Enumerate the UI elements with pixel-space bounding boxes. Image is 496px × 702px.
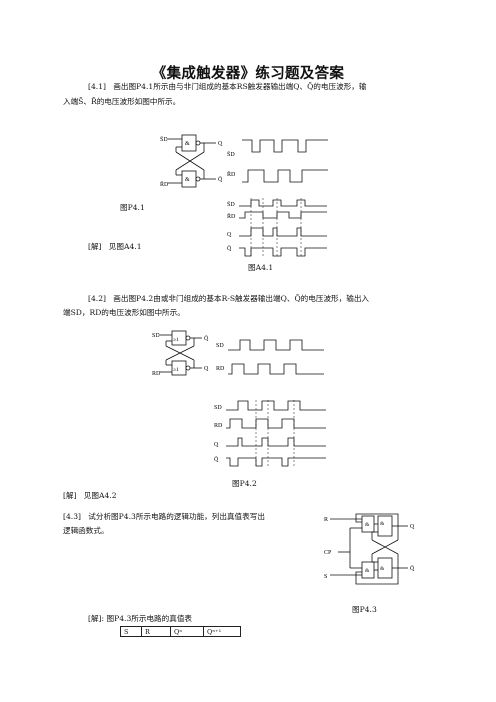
figure-p4-1-circuit: & & S̄D R̄D Q Q̄ S̄D R̄D	[160, 134, 328, 188]
nor-symbol: ≥1	[173, 367, 179, 373]
figure-a4-1-waveforms: S̄D R̄D Q Q̄	[227, 198, 327, 258]
problem-label: [4.2]	[88, 294, 107, 303]
solution-text: 图P4.3所示电路的真值表	[106, 614, 193, 623]
label-q: Q	[218, 141, 223, 147]
figure-caption-a4-1: 图A4.1	[248, 263, 274, 272]
problem-text-line1: 画出图P4.2由或非门组成的基本R-S触发器输出端Q、Q̄的电压波形，输出入	[113, 294, 370, 303]
figure-p4-2-circuit: ≥1 ≥1 SD RD Q̄ Q SD RD	[152, 330, 324, 377]
solution-text: 见图A4.2	[83, 491, 117, 500]
wave-label-sd: SD	[216, 343, 224, 349]
figure-caption-p4-1: 图P4.1	[120, 203, 145, 212]
wave-label-rd: RD	[216, 366, 225, 372]
label-q-bar: Q̄	[204, 335, 209, 342]
problem-4-1: [4.1] 画出图P4.1所示由与非门组成的基本RS触发器输出端Q、Q̄的电压波…	[88, 80, 366, 94]
problem-4-2-line2: 端SD，RD的电压波形如图中所示。	[63, 308, 185, 317]
wave-q-bar	[226, 457, 326, 467]
wave-label-rd: RD	[214, 423, 223, 429]
truth-table-header-row: S R Qⁿ Qⁿ⁺¹	[120, 626, 241, 637]
problem-label: [4.3]	[63, 512, 82, 521]
problem-text-line1: 画出图P4.1所示由与非门组成的基本RS触发器输出端Q、Q̄的电压波形，输	[113, 82, 367, 91]
solution-4-2: [解] 见图A4.2	[63, 489, 117, 503]
problem-label: [4.1]	[88, 82, 107, 91]
truth-table: S R Qⁿ Qⁿ⁺¹	[120, 626, 241, 637]
page-title: 《集成触发器》练习题及答案	[151, 66, 345, 82]
problem-4-3-line2: 逻辑函数式。	[63, 526, 109, 535]
problem-4-2: [4.2] 画出图P4.2由或非门组成的基本R-S触发器输出端Q、Q̄的电压波形…	[88, 292, 369, 306]
wave-label-sd-bar: S̄D	[227, 201, 235, 208]
label-q: Q	[410, 524, 415, 530]
wave-label-q: Q	[214, 442, 219, 448]
figure-p4-2-answer-waveforms: SD RD Q Q̄	[214, 400, 326, 467]
header-r: R	[141, 626, 171, 637]
problem-text-line1: 试分析图P4.3所示电路的逻辑功能，列出真值表写出	[88, 512, 265, 521]
nand-symbol: &	[365, 522, 370, 528]
solution-label: [解]	[63, 491, 77, 500]
nand-symbol: &	[365, 568, 370, 574]
nand-symbol: &	[380, 566, 385, 572]
wave-label-q-bar: Q̄	[227, 245, 232, 252]
nor-symbol: ≥1	[173, 337, 179, 343]
label-sd: SD	[152, 333, 160, 339]
wave-label-rd-bar: R̄D	[227, 213, 236, 220]
solution-text: 见图A4.1	[108, 242, 142, 251]
wave-sd	[226, 400, 326, 411]
wave-q-bar	[239, 247, 327, 257]
figure-p4-3-circuit: & & & & R CP S Q Q̄	[324, 513, 415, 585]
wave-rd	[226, 418, 326, 429]
solution-4-1: [解] 见图A4.1	[88, 240, 142, 254]
wave-label-q: Q	[227, 232, 232, 238]
wave-label-rd-bar: R̄D	[227, 171, 236, 178]
wave-sd-bar	[239, 199, 327, 207]
wave-label-sd-bar: S̄D	[227, 151, 235, 158]
solution-4-3: [解]: 图P4.3所示电路的真值表	[88, 612, 192, 626]
label-q: Q	[204, 366, 209, 372]
wave-rd-bar	[239, 211, 327, 219]
label-q-bar: Q̄	[410, 565, 415, 572]
problem-4-1-line2: 入端S̄、R̄的电压波形如图中所示。	[63, 97, 181, 106]
label-q-bar: Q̄	[218, 176, 223, 183]
wave-rd	[228, 363, 324, 375]
wave-sd-bar	[242, 139, 328, 153]
label-rd: RD	[152, 371, 161, 377]
label-rd-bar: R̄D	[160, 181, 169, 188]
solution-label: [解]:	[88, 614, 105, 623]
wave-rd-bar	[242, 169, 328, 183]
label-r: R	[324, 517, 328, 523]
wave-sd	[228, 339, 324, 351]
wave-q	[239, 227, 327, 237]
wave-label-q-bar: Q̄	[214, 456, 219, 463]
wave-label-sd: SD	[214, 405, 222, 411]
wave-q	[226, 437, 326, 447]
figure-caption-p4-2: 图P4.2	[232, 479, 257, 488]
label-s: S	[324, 574, 327, 580]
label-cp: CP	[324, 550, 332, 556]
nand-symbol: &	[185, 177, 190, 183]
label-sd-bar: S̄D	[160, 136, 168, 143]
nand-symbol: &	[185, 141, 190, 147]
problem-4-3: [4.3] 试分析图P4.3所示电路的逻辑功能，列出真值表写出	[63, 510, 265, 524]
solution-label: [解]	[88, 242, 102, 251]
figure-caption-p4-3: 图P4.3	[352, 605, 377, 614]
header-qn: Qⁿ	[170, 626, 204, 637]
header-qn1: Qⁿ⁺¹	[203, 626, 241, 637]
header-s: S	[120, 626, 142, 637]
nand-symbol: &	[380, 521, 385, 527]
